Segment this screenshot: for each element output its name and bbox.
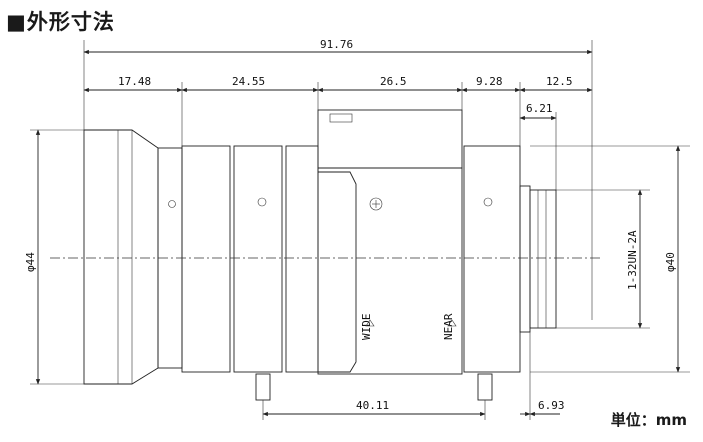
dim-near-ring-segment: 9.28 bbox=[476, 75, 503, 88]
dim-front-diameter: φ44 bbox=[24, 252, 37, 272]
ring-screw-icon bbox=[257, 197, 267, 207]
dim-back-offset: 6.93 bbox=[538, 399, 565, 412]
c-mount-thread bbox=[529, 189, 557, 329]
screw-hole-icon bbox=[168, 200, 176, 208]
focus-ring-2 bbox=[233, 145, 283, 373]
unit-label: 単位：mm bbox=[610, 411, 687, 429]
lens-body: WIDE NEAR bbox=[83, 109, 557, 401]
page-title: ■外形寸法 bbox=[6, 10, 115, 34]
main-body bbox=[317, 167, 463, 375]
wide-label: WIDE bbox=[360, 314, 373, 341]
dim-rings-segment: 24.55 bbox=[232, 75, 265, 88]
dim-front-segment: 17.48 bbox=[118, 75, 151, 88]
cross-screw-icon bbox=[369, 197, 383, 211]
focus-ring-1 bbox=[181, 145, 231, 373]
near-focus-ring bbox=[463, 145, 521, 373]
dim-body-segment: 26.5 bbox=[380, 75, 407, 88]
dim-thread-spec: 1-32UN-2A bbox=[626, 230, 639, 290]
ring-lock-screw-2 bbox=[477, 373, 493, 401]
dim-flange: 6.21 bbox=[526, 102, 553, 115]
zoom-ring bbox=[285, 145, 319, 373]
dim-overall-length: 91.76 bbox=[320, 38, 353, 51]
near-label: NEAR bbox=[442, 313, 455, 340]
ring-lock-screw-1 bbox=[255, 373, 271, 401]
dim-mount-segment: 12.5 bbox=[546, 75, 573, 88]
extension-lines bbox=[30, 40, 690, 420]
dim-mount-diameter: φ40 bbox=[664, 252, 677, 272]
dim-screw-spacing: 40.11 bbox=[356, 399, 389, 412]
dimension-lines bbox=[35, 49, 681, 417]
